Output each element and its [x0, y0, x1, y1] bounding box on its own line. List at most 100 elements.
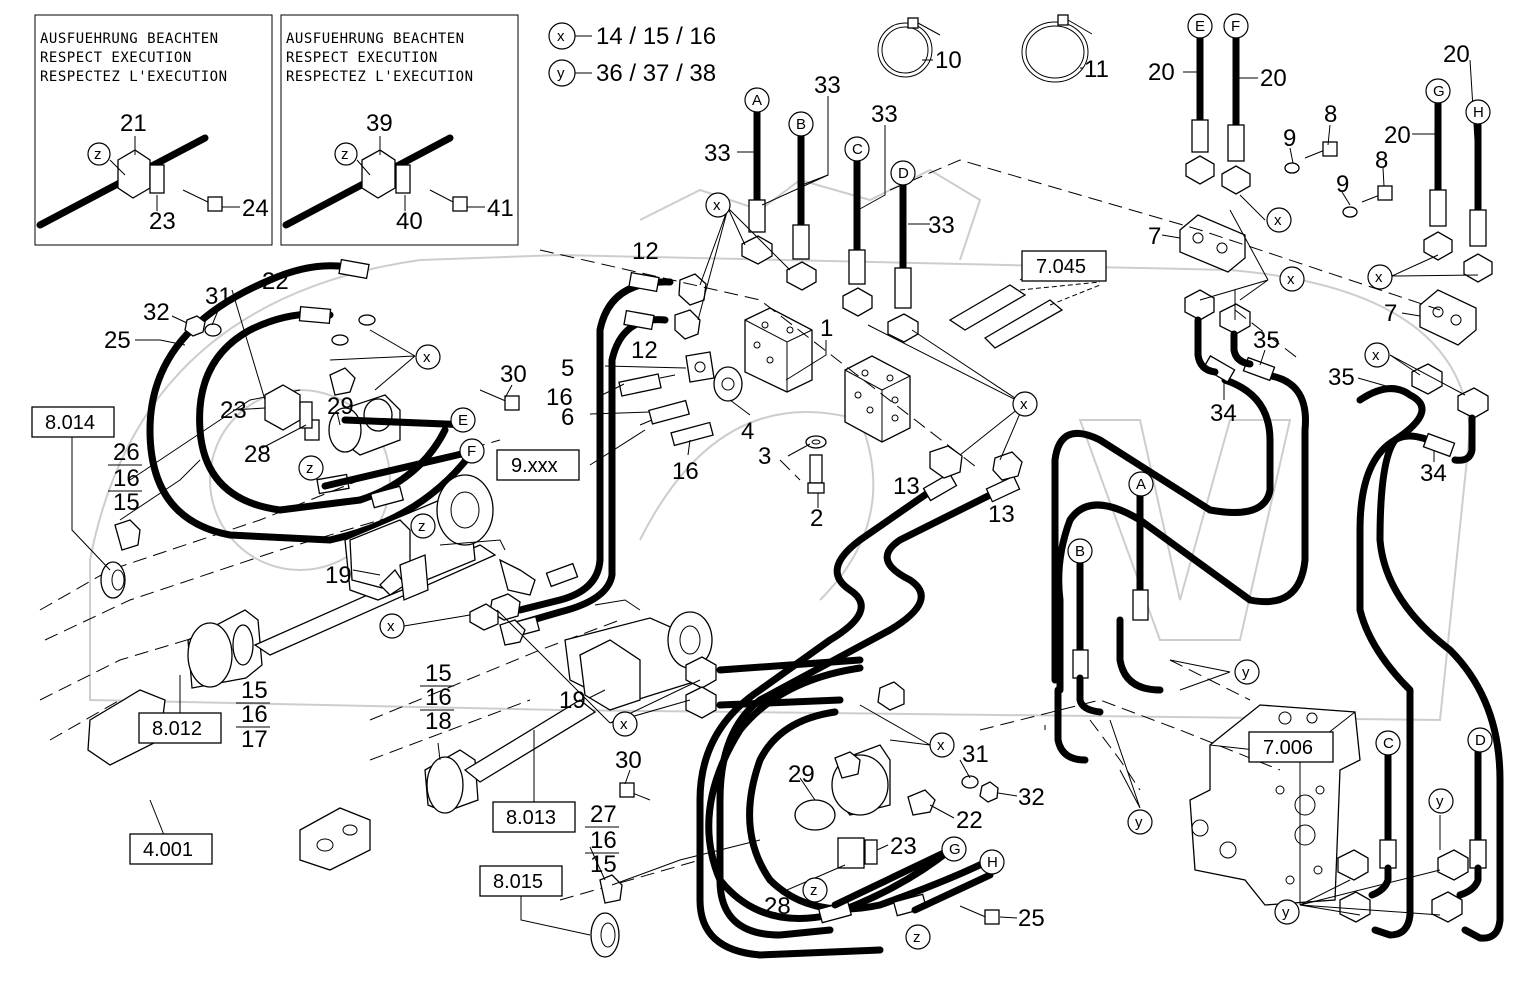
part-label: 39	[366, 110, 393, 137]
svg-text:15: 15	[425, 660, 452, 687]
clamp-plate	[149, 164, 165, 194]
hose-e-top	[1185, 34, 1215, 185]
svg-text:x: x	[1020, 396, 1028, 413]
connector-letter: B	[796, 116, 806, 133]
svg-text:x: x	[713, 197, 721, 214]
hose-h-lower	[911, 871, 994, 914]
x-marker-top-right-b: x	[1279, 266, 1305, 292]
svg-text:8.013: 8.013	[506, 807, 556, 829]
notice-line: RESPECT EXECUTION	[40, 50, 192, 66]
part-label: 2	[810, 505, 823, 532]
part-label: 29	[788, 761, 815, 788]
part-label: 1	[820, 315, 833, 342]
x-marker-lower-center: x	[612, 711, 638, 737]
hose-left-pair	[1054, 616, 1164, 764]
valve-block-1	[844, 355, 911, 443]
bolt-head	[452, 196, 468, 212]
y-marker-mid: y	[1234, 659, 1260, 685]
svg-text:x: x	[1274, 212, 1282, 229]
part-label: 12	[632, 238, 659, 265]
x-marker-top-right-a: x	[1266, 207, 1292, 233]
fraction-15-16-18: 15 16 18	[420, 660, 454, 735]
hose-clamp-10: 10	[877, 17, 962, 78]
coupling-7045	[948, 281, 1101, 349]
connector-letter: C	[1383, 735, 1394, 752]
svg-text:9.xxx: 9.xxx	[511, 455, 558, 477]
connector-f-top: F	[1223, 13, 1249, 39]
hose-e-left	[341, 416, 474, 429]
clamp-block	[361, 149, 396, 199]
part-label: 7	[1384, 300, 1397, 327]
part-label: 32	[143, 299, 170, 326]
x-marker-top-center: x	[705, 192, 731, 218]
z-marker	[334, 142, 358, 166]
notice-box-1: AUSFUEHRUNG BEACHTEN RESPECT EXECUTION R…	[34, 14, 273, 246]
connector-letter: F	[467, 443, 476, 460]
connector-d-lower: D	[1467, 727, 1493, 753]
legend-text: 14 / 15 / 16	[596, 23, 716, 50]
connector-letter: A	[1136, 476, 1146, 493]
x-marker-left: x	[415, 344, 441, 370]
part-label: 25	[1018, 905, 1045, 932]
marker-letter: z	[341, 146, 349, 163]
connector-letter: H	[1473, 104, 1484, 121]
dashed-guides	[539, 159, 1441, 791]
part-label: 34	[1420, 460, 1447, 487]
part-label: 34	[1210, 400, 1237, 427]
svg-text:16: 16	[590, 827, 617, 854]
connector-letter: C	[852, 141, 863, 158]
svg-text:16: 16	[425, 684, 452, 711]
bottom-cylinder-8015	[590, 839, 761, 958]
connector-letter: A	[752, 92, 762, 109]
svg-text:y: y	[1135, 814, 1143, 831]
svg-text:y: y	[1242, 664, 1250, 681]
left-bolts	[159, 314, 520, 411]
flange-plate-7a	[1179, 214, 1246, 273]
svg-text:x: x	[937, 737, 945, 754]
connector-e-top: E	[1187, 13, 1213, 39]
center-clamp-29	[619, 681, 1000, 925]
part-label: 24	[242, 195, 269, 222]
part-label: 6	[561, 404, 574, 431]
hose-a-top	[741, 108, 773, 265]
connector-b-mid: B	[1067, 538, 1093, 564]
part-label: 25	[104, 327, 131, 354]
bolt-head	[207, 196, 223, 212]
reference-box-8014: 8.014	[31, 406, 115, 438]
flange-6	[685, 351, 715, 383]
part-label: 41	[487, 195, 514, 222]
clamp-plate	[395, 164, 411, 194]
part-label: 29	[327, 393, 354, 420]
z-marker	[87, 142, 111, 166]
svg-text:16: 16	[113, 465, 140, 492]
part-label: 5	[561, 355, 574, 382]
hose-g-lower	[831, 846, 954, 909]
svg-text:16: 16	[241, 701, 268, 728]
hose-d-top	[887, 181, 919, 343]
part-label: 31	[205, 283, 232, 310]
hose-f-left	[321, 448, 474, 490]
part-labels: 33 33 33 33 12 12 5 16 6 4 16 3 2 1 13 1…	[104, 41, 1470, 932]
part-label: 33	[871, 101, 898, 128]
connector-b-top: B	[788, 111, 814, 137]
svg-text:18: 18	[425, 708, 452, 735]
connector-g-lower: G	[941, 836, 967, 862]
legend-marker: x	[557, 28, 565, 45]
legend-text: 36 / 37 / 38	[596, 60, 716, 87]
notice-box-2: AUSFUEHRUNG BEACHTEN RESPECT EXECUTION R…	[280, 14, 519, 246]
reference-box-9xxx: 9.xxx	[496, 449, 580, 481]
marker-letter: z	[94, 146, 102, 163]
fraction-27-16-15: 27 16 15	[585, 801, 619, 878]
svg-text:15: 15	[113, 489, 140, 516]
center-fittings	[469, 593, 864, 719]
reference-box-8013: 8.013	[492, 801, 576, 833]
hose-c-lower	[1368, 751, 1397, 899]
connector-d-top: D	[890, 160, 916, 186]
z-marker-left-b: z	[410, 513, 436, 539]
y-marker-right: y	[1428, 788, 1454, 814]
connector-letter: D	[898, 165, 909, 182]
hose-h-top	[1463, 121, 1493, 283]
legend: x 14 / 15 / 16 y 36 / 37 / 38	[548, 22, 716, 87]
svg-text:15: 15	[241, 677, 268, 704]
z-marker-lower-b: z	[905, 924, 931, 950]
